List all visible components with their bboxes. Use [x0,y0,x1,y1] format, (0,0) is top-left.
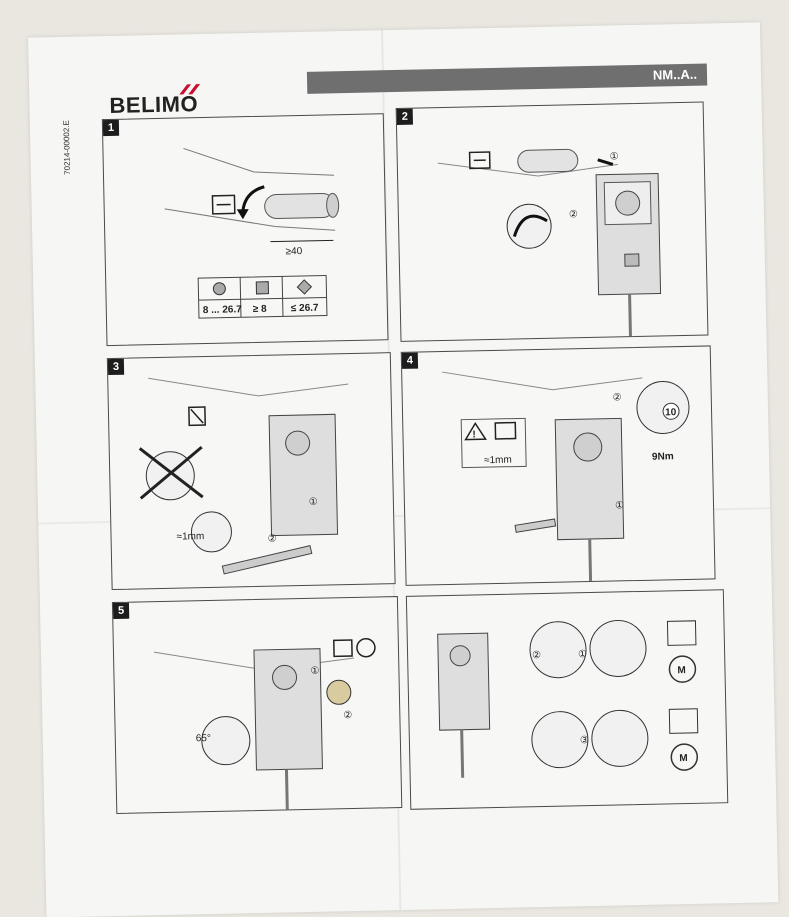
panel-6: ② ① ③ M M [406,589,728,810]
step-2: ② [613,392,622,403]
round-shaft-icon [213,283,225,295]
clamp-icon [212,195,234,213]
step-2: ② [569,209,578,220]
gap-label: ≈1mm [484,455,512,467]
nut-size: 10 [665,407,677,418]
panel-4: 4 ! ≈1mm 10 9Nm ② ① [401,345,716,585]
step-1: ① [610,151,619,162]
motor-mode-icon [669,709,697,734]
panel-5: 5 ② ① 65° [112,596,402,814]
shaft-diagram: ≥40 8 ... 26.7 ≥ 8 ≤ 26.7 [103,114,388,345]
panel-2: 2 ① ② [396,102,709,342]
panel-1: 1 ≥40 8 ... 26.7 ≥ 8 ≤ 26.7 [102,113,389,346]
mounting-bracket [222,546,311,574]
square-shaft-icon [256,282,268,294]
step-1: ① [309,497,318,508]
rotation-angle: 65° [196,733,211,744]
clamp-icon [334,640,352,656]
motor-mode-icon [667,621,695,646]
shaft-spec-square: ≥ 8 [253,304,267,315]
document-code: 70214-00002.E [62,120,72,175]
tightening-diagram: ! ≈1mm 10 9Nm ② ① [402,346,715,584]
header-bar: NM..A.. [307,63,707,93]
dim-label: ≥40 [286,246,303,257]
torque-label: 9Nm [652,451,674,462]
model-title: NM..A.. [653,67,697,83]
step-2: ② [343,710,352,721]
shaft-spec-diamond: ≤ 26.7 [291,303,319,315]
step-3: ③ [580,735,589,746]
step-1: ① [615,500,624,511]
instruction-sheet: BELIMO NM..A.. 70214-00002.E 1 ≥40 [28,22,778,917]
step-1: ① [578,649,587,660]
mode-label-bottom: M [679,753,688,764]
gap-label: ≈1mm [176,531,204,543]
step-1: ① [310,666,319,677]
mode-label-top: M [677,665,686,676]
step-2: ② [268,534,277,545]
rotation-diagram: ② ① 65° [113,597,401,813]
logo-mark-icon [175,82,203,97]
clamp-icon [470,152,490,168]
manual-override-diagram: ② ① ③ M M [407,590,727,809]
svg-text:!: ! [472,429,476,440]
mounting-diagram: ① ② [397,103,708,341]
panel-3: 3 ≈1mm ① ② [107,352,396,590]
shaft-spec-round: 8 ... 26.7 [203,304,243,316]
positioning-diagram: ≈1mm ① ② [108,353,395,589]
diamond-shaft-icon [297,280,311,294]
step-2: ② [532,650,541,661]
